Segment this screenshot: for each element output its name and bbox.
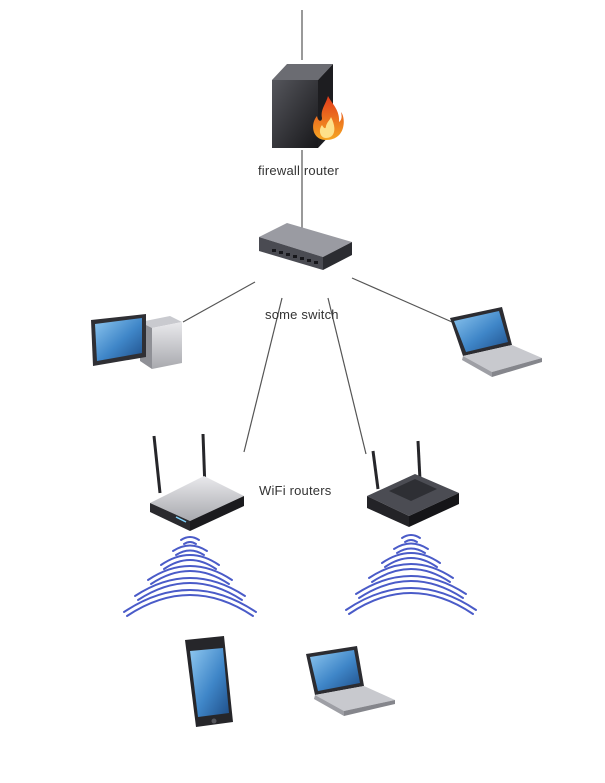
switch-label: some switch bbox=[265, 307, 339, 322]
laptop-icon bbox=[306, 646, 395, 716]
wifi-routers-label: WiFi routers bbox=[259, 483, 332, 498]
wifi-router-icon bbox=[367, 440, 459, 527]
network-switch-icon bbox=[259, 223, 352, 270]
laptop-icon bbox=[450, 307, 542, 377]
smartphone-icon bbox=[185, 636, 233, 727]
network-links bbox=[182, 10, 453, 455]
link-switch-desktop bbox=[182, 281, 256, 323]
link-switch-wifi-left bbox=[243, 297, 283, 453]
wifi-signal-icon bbox=[123, 536, 257, 617]
wifi-router-icon bbox=[150, 433, 244, 531]
link-switch-laptop bbox=[351, 277, 453, 323]
desktop-computer-icon bbox=[91, 314, 182, 369]
wifi-signal-icon bbox=[345, 534, 477, 615]
firewall-router-label: firewall router bbox=[258, 163, 340, 178]
firewall-router-icon bbox=[272, 64, 344, 148]
link-switch-wifi-right bbox=[327, 297, 367, 455]
